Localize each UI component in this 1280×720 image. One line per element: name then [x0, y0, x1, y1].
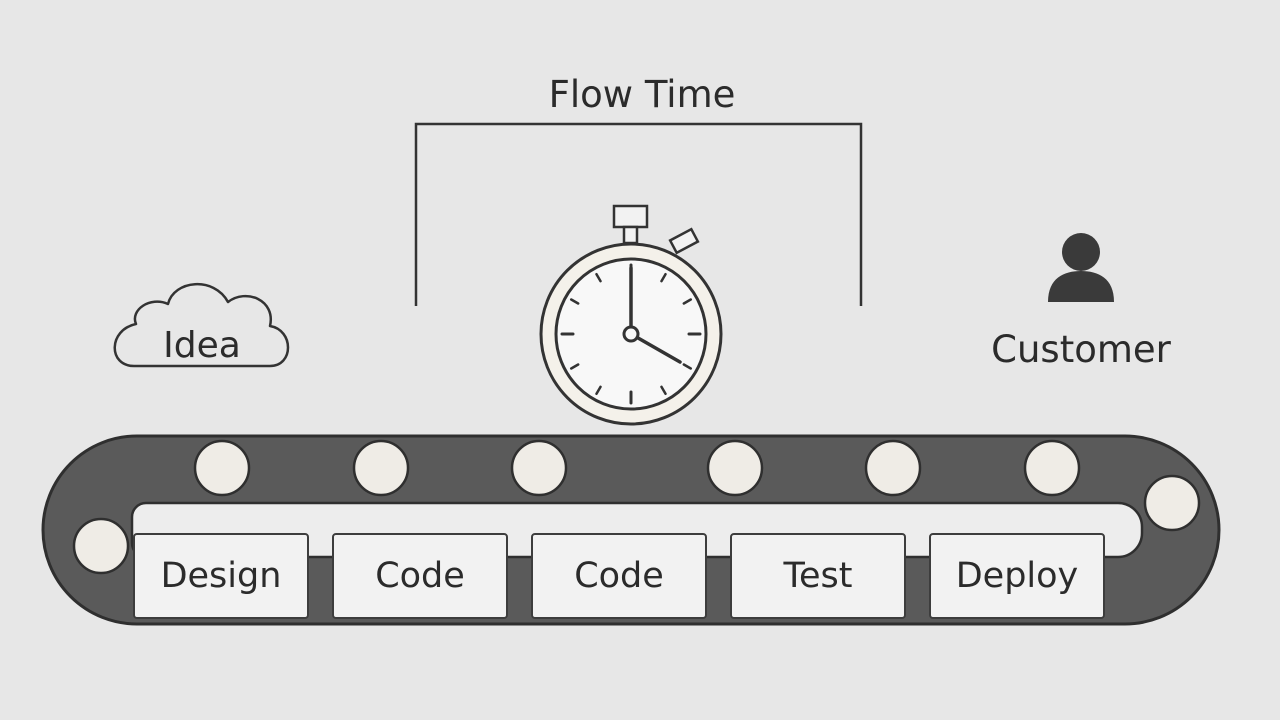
roller — [1143, 474, 1201, 532]
stopwatch-tick — [595, 272, 602, 283]
stopwatch-icon — [539, 204, 723, 426]
stage-code-1: Code — [332, 533, 508, 619]
roller — [706, 439, 764, 497]
stopwatch-tick — [682, 363, 693, 370]
cloud-icon — [113, 283, 290, 368]
person-icon — [1048, 233, 1114, 302]
roller — [193, 439, 251, 497]
rollers — [72, 439, 1201, 575]
stopwatch-tick — [682, 298, 693, 305]
stage-test: Test — [730, 533, 906, 619]
stopwatch-tick — [660, 385, 667, 396]
stage-deploy: Deploy — [929, 533, 1105, 619]
flow-time-bracket — [414, 122, 863, 306]
flow-time-title: Flow Time — [548, 73, 736, 116]
roller — [1023, 439, 1081, 497]
idea-label: Idea — [163, 325, 241, 366]
stopwatch-tick — [660, 272, 667, 283]
customer-label: Customer — [991, 328, 1171, 371]
roller — [352, 439, 410, 497]
stage-code-2: Code — [531, 533, 707, 619]
stopwatch-tick — [595, 385, 602, 396]
stage-design: Design — [133, 533, 309, 619]
stopwatch-tick — [569, 298, 580, 305]
roller — [510, 439, 568, 497]
stopwatch-tick — [569, 363, 580, 370]
roller — [72, 517, 130, 575]
roller — [864, 439, 922, 497]
